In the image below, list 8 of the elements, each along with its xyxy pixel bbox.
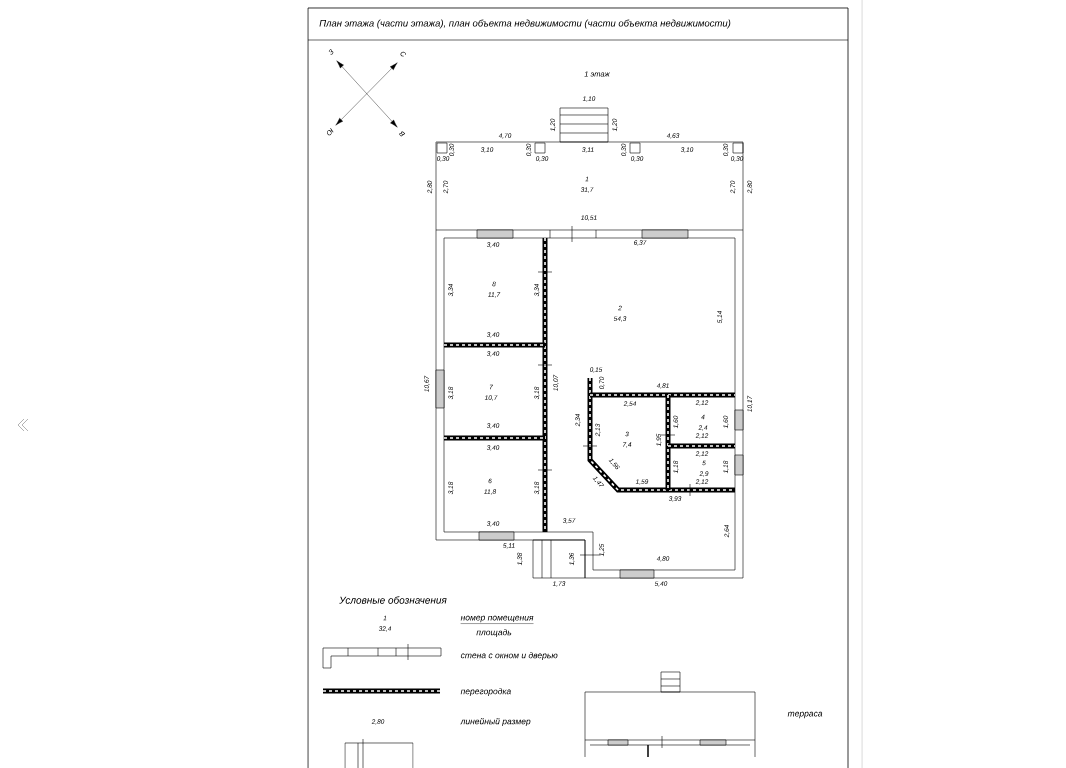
legend-text: номер помещения <box>460 615 534 624</box>
sheet-title: План этажа (части этажа), план объекта недвижимости (части объекта недвижимости) <box>319 19 731 29</box>
legend-text: линейный размер <box>460 717 531 726</box>
legend-heading: Условные обозначения <box>339 596 447 604</box>
legend-text: площадь <box>476 629 512 637</box>
legend-text: стена с окном и дверью <box>460 652 558 660</box>
legend-text: перегородка <box>460 688 511 696</box>
legend-text: терраса <box>787 711 823 719</box>
